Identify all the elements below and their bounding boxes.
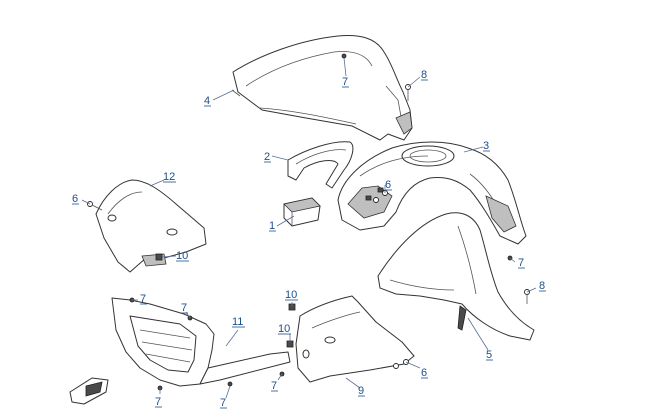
- callout-part-7-grille-right[interactable]: 7: [181, 302, 187, 314]
- callout-part-7-grille-left[interactable]: 7: [140, 293, 146, 305]
- callout-part-10-left[interactable]: 10: [176, 250, 188, 262]
- callout-part-10-upper[interactable]: 10: [285, 289, 297, 301]
- part-4-upper-cover: [231, 35, 413, 141]
- callout-part-7-bottom-left[interactable]: 7: [155, 396, 161, 408]
- part-5-lower-fender: [377, 212, 535, 341]
- callout-part-7-bottom-right[interactable]: 7: [271, 380, 277, 392]
- callout-part-6-center[interactable]: 6: [385, 179, 391, 191]
- part-11-grille-frame: [111, 297, 291, 387]
- emblem-badge: [69, 377, 109, 405]
- callout-part-7-top[interactable]: 7: [342, 76, 348, 88]
- callout-part-6-bottom[interactable]: 6: [421, 367, 427, 379]
- leader-lines: [81, 57, 537, 399]
- callout-part-8-right[interactable]: 8: [539, 280, 545, 292]
- callout-part-8-top[interactable]: 8: [421, 69, 427, 81]
- callout-part-7-bottom-mid[interactable]: 7: [220, 397, 226, 409]
- part-1-box: [283, 197, 321, 227]
- callout-part-7-right[interactable]: 7: [518, 257, 524, 269]
- callout-part-1[interactable]: 1: [269, 220, 275, 232]
- part-9-lower-cover: [295, 295, 415, 383]
- part-2-bracket: [287, 141, 354, 189]
- screw-icon: [373, 190, 388, 203]
- callout-part-10-lower[interactable]: 10: [278, 323, 290, 335]
- callout-part-2[interactable]: 2: [264, 151, 270, 163]
- callout-part-11[interactable]: 11: [232, 316, 243, 328]
- screw-icon: [524, 289, 530, 304]
- callouts: 4 2 1 3 5 6 6 6 7 7 7 7 7 7 7 8 8: [72, 69, 546, 409]
- callout-part-9[interactable]: 9: [358, 385, 364, 397]
- part-3-front-body: [337, 141, 527, 245]
- part-12-side-panel: [95, 179, 207, 273]
- callout-part-3[interactable]: 3: [483, 140, 489, 152]
- callout-part-5[interactable]: 5: [486, 349, 492, 361]
- screw-icon: [87, 201, 103, 211]
- callout-part-4[interactable]: 4: [204, 95, 210, 107]
- callout-part-6-left[interactable]: 6: [72, 193, 78, 205]
- callout-part-12[interactable]: 12: [163, 171, 175, 183]
- clip-icon: [155, 253, 296, 348]
